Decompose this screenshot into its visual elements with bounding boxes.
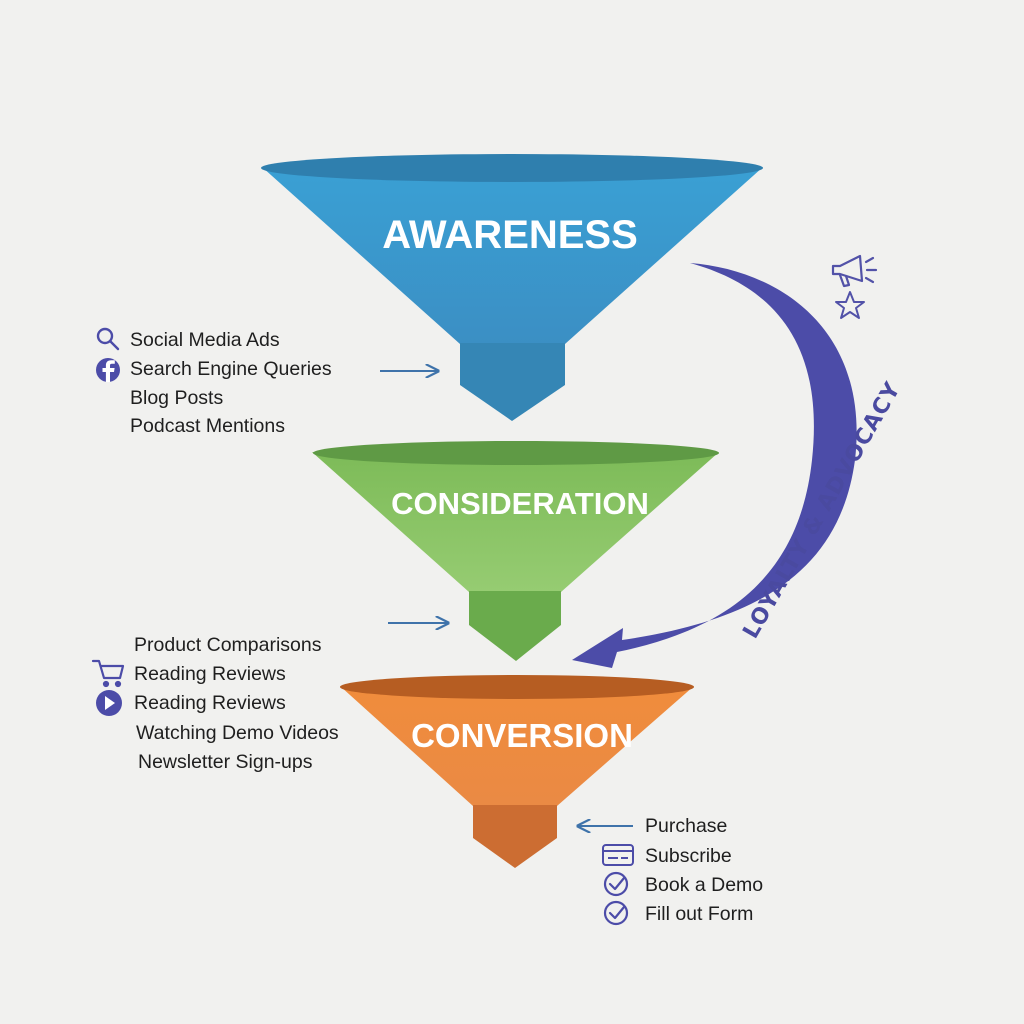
list-item: Purchase — [645, 815, 727, 837]
list-item: Book a Demo — [645, 874, 763, 896]
list-item: Blog Posts — [130, 387, 223, 409]
list-item: Reading Reviews — [134, 692, 286, 714]
conversion-funnel-rim — [340, 675, 694, 699]
credit-card-icon — [602, 844, 634, 866]
list-item: Search Engine Queries — [130, 358, 332, 380]
star-icon — [835, 291, 865, 319]
list-item: Watching Demo Videos — [136, 722, 339, 744]
megaphone-icon — [831, 254, 878, 288]
consideration-funnel: CONSIDERATION — [312, 441, 719, 661]
awareness-funnel: AWARENESS — [261, 154, 763, 421]
search-icon — [96, 327, 120, 351]
loyalty-arrow-body — [572, 263, 857, 668]
conversion-funnel-body — [340, 686, 694, 806]
check-circle-icon — [603, 900, 629, 926]
list-item: Product Comparisons — [134, 634, 322, 656]
list-item: Newsletter Sign-ups — [138, 751, 313, 773]
consideration-label: CONSIDERATION — [391, 486, 649, 521]
play-icon — [96, 690, 122, 716]
list-item: Fill out Form — [645, 903, 753, 925]
list-item: Subscribe — [645, 845, 732, 867]
consideration-funnel-spout — [469, 591, 561, 661]
conversion-label: CONVERSION — [411, 717, 633, 754]
awareness-funnel-body — [262, 167, 763, 344]
consideration-funnel-rim — [313, 441, 719, 465]
conversion-list: Purchase Subscribe Book a Demo Fill out … — [602, 815, 763, 926]
list-item: Social Media Ads — [130, 329, 280, 351]
awareness-label: AWARENESS — [382, 213, 638, 257]
conversion-funnel-spout — [473, 805, 557, 868]
shopping-cart-icon — [91, 659, 125, 688]
facebook-icon — [96, 358, 120, 382]
list-item: Reading Reviews — [134, 663, 286, 685]
consideration-funnel-body — [312, 452, 719, 592]
awareness-funnel-spout — [460, 343, 565, 421]
awareness-funnel-rim — [261, 154, 763, 182]
consideration-list: Product Comparisons Reading Reviews Read… — [91, 634, 339, 773]
list-item: Podcast Mentions — [130, 415, 285, 437]
awareness-list: Social Media Ads Search Engine Queries B… — [96, 327, 332, 437]
conversion-funnel: CONVERSION — [340, 675, 694, 868]
check-circle-icon — [603, 871, 629, 897]
